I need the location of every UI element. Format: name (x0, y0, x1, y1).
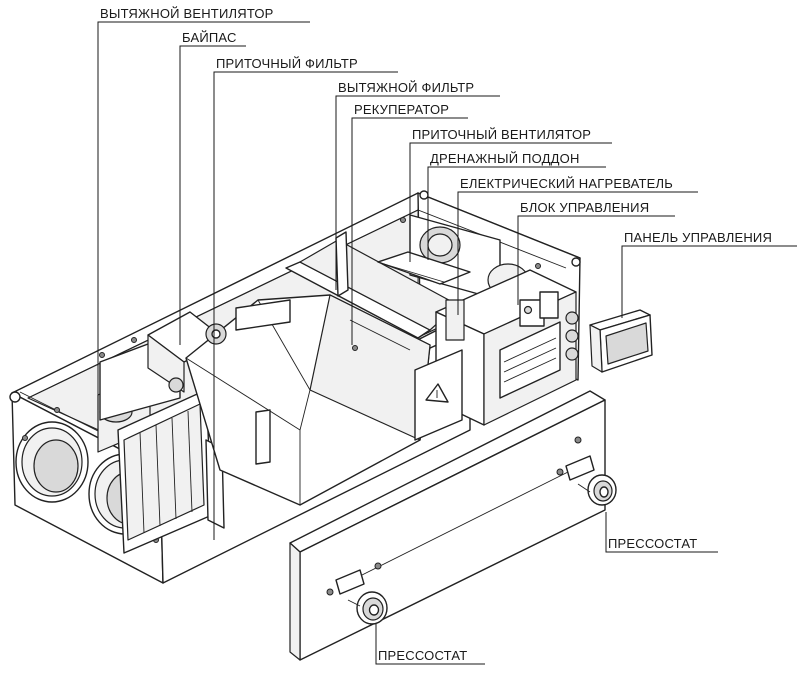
leader-lines (97, 21, 797, 665)
label-pressostat-right: ПРЕССОСТАТ (608, 536, 697, 551)
pressostat-right (565, 455, 617, 506)
label-control-panel: ПАНЕЛЬ УПРАВЛЕНИЯ (624, 230, 772, 245)
label-exhaust-fan: ВЫТЯЖНОЙ ВЕНТИЛЯТОР (100, 6, 274, 21)
control-panel (589, 309, 653, 373)
label-drain-pan: ДРЕНАЖНЫЙ ПОДДОН (430, 151, 580, 166)
label-bypass: БАЙПАС (182, 30, 237, 45)
label-recuperator: РЕКУПЕРАТОР (354, 102, 449, 117)
exhaust-filter (285, 231, 459, 351)
pressostat-bottom (335, 569, 388, 625)
label-supply-fan: ПРИТОЧНЫЙ ВЕНТИЛЯТОР (412, 127, 591, 142)
drain-pan (377, 251, 471, 285)
label-pressostat-bottom: ПРЕССОСТАТ (378, 648, 467, 663)
label-exhaust-filter: ВЫТЯЖНОЙ ФИЛЬТР (338, 80, 474, 95)
label-supply-filter: ПРИТОЧНЫЙ ФИЛЬТР (216, 56, 358, 71)
supply-filter (117, 389, 225, 554)
label-electric-heater: ЕЛЕКТРИЧЕСКИЙ НАГРЕВАТЕЛЬ (460, 176, 673, 191)
labels: ВЫТЯЖНОЙ ВЕНТИЛЯТОР БАЙПАС ПРИТОЧНЫЙ ФИЛ… (100, 6, 772, 663)
recuperator (185, 294, 431, 506)
electric-heater (414, 299, 465, 441)
label-control-unit: БЛОК УПРАВЛЕНИЯ (520, 200, 649, 215)
